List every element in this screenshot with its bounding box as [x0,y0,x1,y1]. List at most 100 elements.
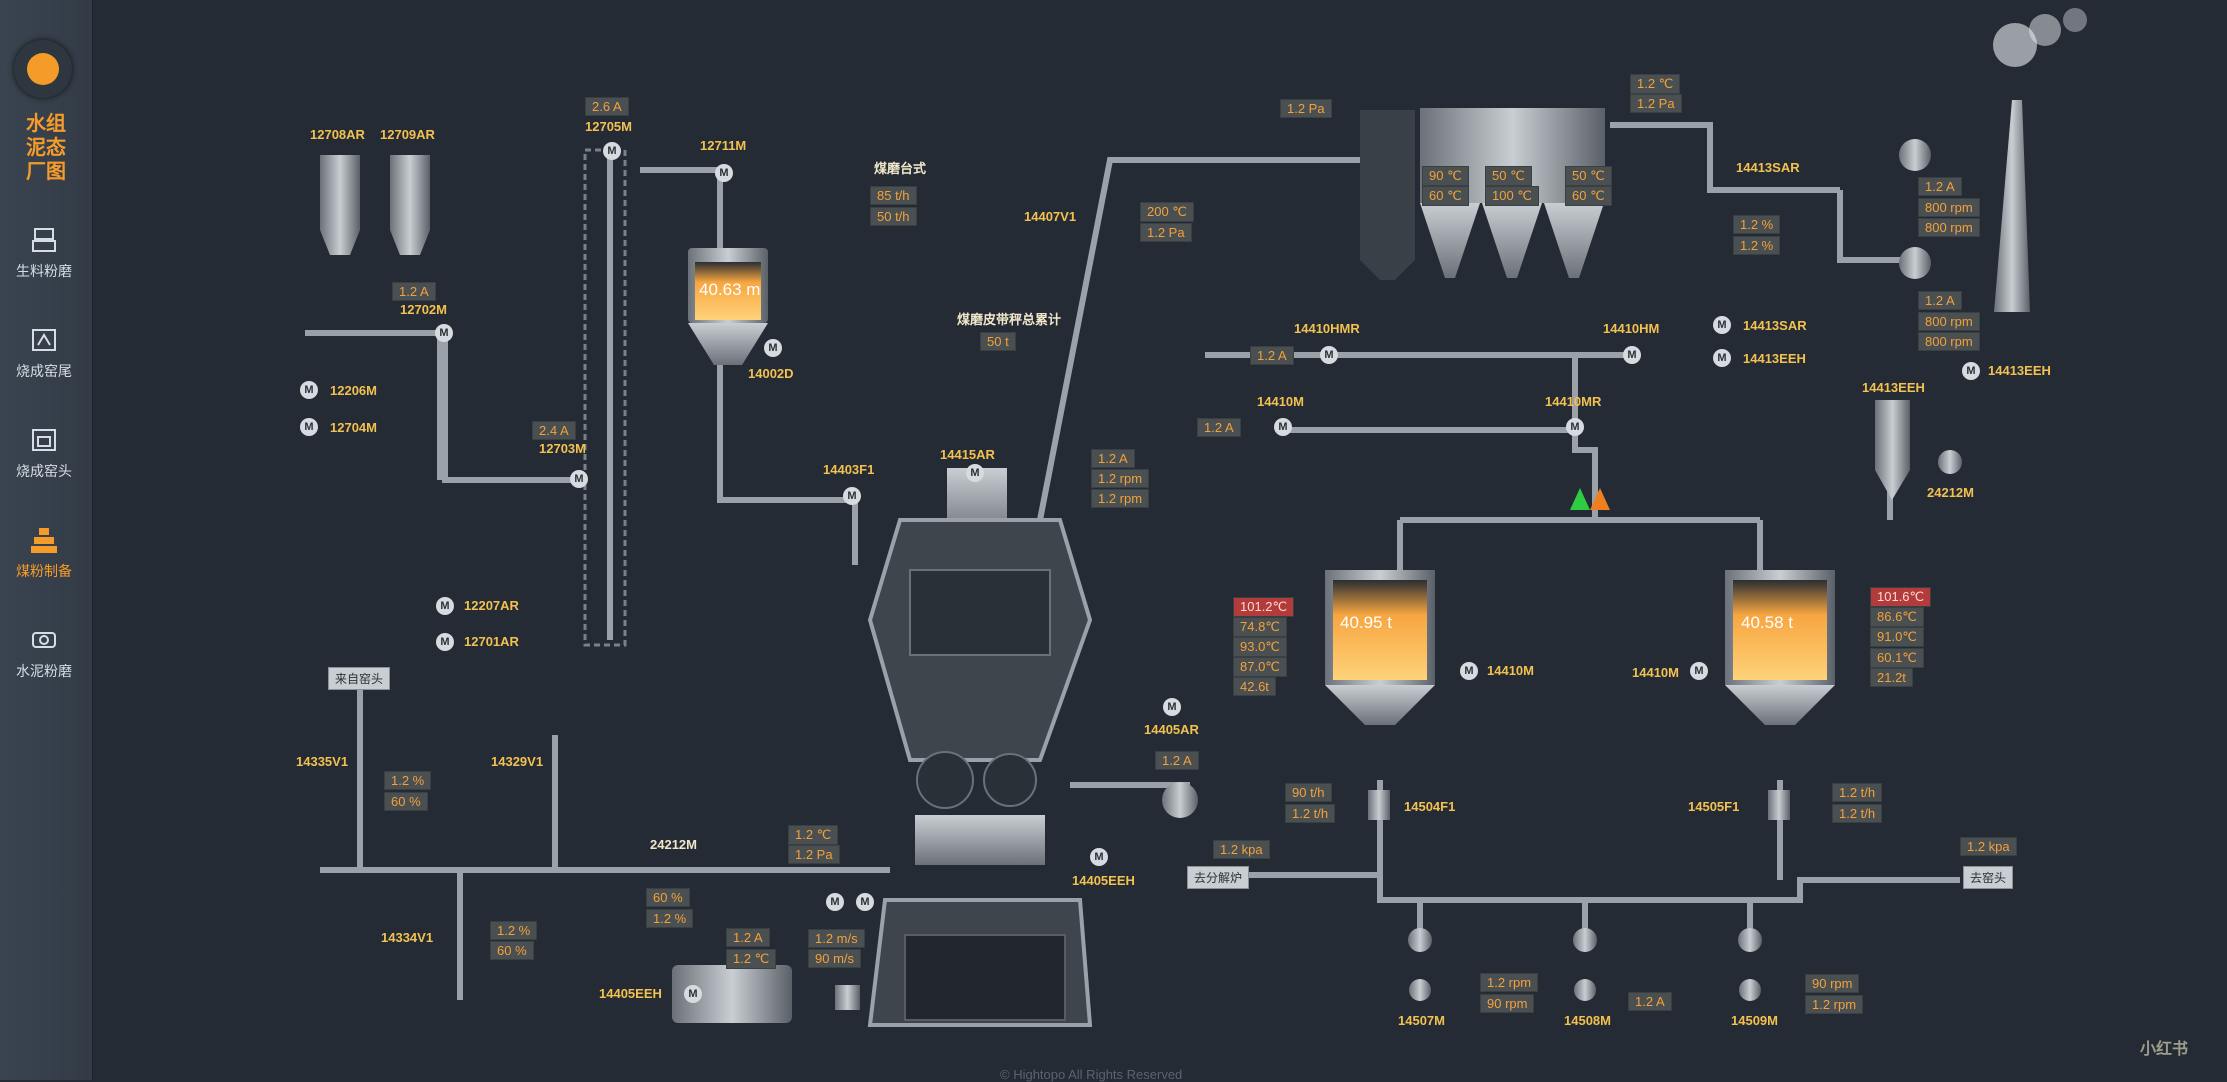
value-fan2-rpm-a: 800 rpm [1918,312,1980,331]
motor-icon[interactable]: M [435,324,453,342]
value-belt-total: 50 t [980,332,1016,351]
motor-icon[interactable]: M [966,464,984,482]
value-eeh-current: 1.2 A [726,928,770,947]
label-14405ar: 14405AR [1144,722,1199,737]
coal-bunder-small [688,248,768,365]
tank-level-left: 40.95 t [1340,613,1392,632]
motor-icon[interactable]: M [1713,349,1731,367]
motor-icon[interactable]: M [1690,662,1708,680]
value-fan2-rpm-b: 800 rpm [1918,332,1980,351]
value-bag-temp-6: 60 ℃ [1565,186,1612,206]
value-right-temp-4: 60.1℃ [1870,648,1924,668]
value-14505f1-b: 1.2 t/h [1832,804,1883,823]
label-14509m: 14509M [1731,1013,1778,1028]
from-kiln-button[interactable]: 来自窑头 [328,667,391,690]
label-14507m: 14507M [1398,1013,1445,1028]
label-12702m: 12702M [400,302,447,317]
value-left-temp-3: 93.0℃ [1233,637,1287,657]
value-14504f1-b: 1.2 t/h [1285,804,1336,823]
label-12708ar: 12708AR [310,127,365,142]
value-kiln-pressure: 1.2 kpa [1960,837,2017,856]
label-14413eeh-c: 14413EEH [1862,380,1925,395]
sidebar-item-coal-prep[interactable]: 煤粉制备 [0,525,88,581]
sidebar-item-kiln-head[interactable]: 烧成窑头 [0,425,88,481]
motor-icon[interactable]: M [570,470,588,488]
coal-bunker-left [1325,570,1435,725]
motor-icon[interactable]: M [684,985,702,1003]
label-14405eeh-motor: 14405EEH [599,986,662,1001]
motor-icon[interactable]: M [1320,346,1338,364]
value-right-temp-2: 86.6℃ [1870,607,1924,627]
motor-icon[interactable]: M [1274,418,1292,436]
value-mill-current: 1.2 A [1091,449,1135,468]
tank-level-right: 40.58 t [1741,613,1793,632]
label-12705m: 12705M [585,119,632,134]
motor-icon[interactable]: M [300,418,318,436]
motor-icon[interactable]: M [1090,848,1108,866]
value-bag-temp-1: 90 ℃ [1422,166,1469,186]
roots-blowers [1408,928,1762,1001]
motor-icon[interactable]: M [603,142,621,160]
label-coal-scale: 煤磨台式 [874,161,927,176]
value-14335v1-a: 1.2 % [384,771,432,790]
motor-icon[interactable]: M [436,633,454,651]
label-14413eeh-b: 14413EEH [1988,363,2051,378]
sidebar-item-kiln-tail[interactable]: 烧成窑尾 [0,325,88,381]
value-left-temp-4: 87.0℃ [1233,657,1287,677]
motor-icon[interactable]: M [826,893,844,911]
label-14415ar: 14415AR [940,447,995,462]
motor-icon[interactable]: M [1962,362,1980,380]
kiln-head-icon [32,429,56,451]
coal-mill [672,468,1093,1027]
value-14504f1-a: 90 t/h [1285,783,1332,802]
value-left-weight: 42.6t [1233,677,1276,696]
sidebar-item-raw-mill[interactable]: 生料粉磨 [0,225,88,281]
value-left-temp-1: 101.2℃ [1233,597,1295,617]
to-calciner-button[interactable]: 去分解炉 [1187,866,1250,889]
value-right-temp-3: 91.0℃ [1870,627,1924,647]
motor-icon[interactable]: M [436,597,454,615]
pipes [305,122,1960,1000]
fans [1162,139,1962,818]
motor-icon[interactable]: M [843,487,861,505]
value-14509m-a: 90 rpm [1805,974,1860,993]
value-damper-1: 1.2 % [1733,215,1781,234]
value-eeh-temp: 1.2 ℃ [726,949,777,969]
sidebar-item-cement-mill[interactable]: 水泥粉磨 [0,625,88,681]
dust-collectors [320,155,1910,500]
motor-icon[interactable]: M [1163,698,1181,716]
motor-icon[interactable]: M [1623,346,1641,364]
label-14410hm: 14410HM [1603,321,1660,336]
value-fan2-current: 1.2 A [1918,291,1962,310]
value-bag-temp-3: 50 ℃ [1565,166,1612,186]
value-14505f1-a: 1.2 t/h [1832,783,1883,802]
value-speed-a: 1.2 m/s [808,929,865,948]
value-left-temp-2: 74.8℃ [1233,617,1287,637]
motor-icon[interactable]: M [1566,418,1584,436]
raw-mill-icon [32,228,56,252]
motor-icon[interactable]: M [764,339,782,357]
label-14335v1: 14335V1 [296,754,349,769]
motor-icon[interactable]: M [715,164,733,182]
label-14508m: 14508M [1564,1013,1611,1028]
label-14410mr: 14410MR [1545,394,1602,409]
label-14505f1: 14505F1 [1688,799,1740,814]
label-14410m-c: 14410M [1632,665,1679,680]
value-coal-scale-2: 50 t/h [870,207,917,226]
label-14504f1: 14504F1 [1404,799,1456,814]
motor-icon[interactable]: M [1713,316,1731,334]
value-14334v1-b: 60 % [490,941,534,960]
value-mill-inlet-pressure: 1.2 Pa [788,845,840,864]
value-mill-rpm-1: 1.2 rpm [1091,469,1150,488]
label-24212m-b: 24212M [1927,485,1974,500]
value-speed-b: 90 m/s [808,949,862,968]
sidebar: 水组泥态厂图 生料粉磨 烧成窑尾 烧成窑头 煤粉制备 水泥粉磨 [0,0,93,1080]
motor-icon[interactable]: M [856,893,874,911]
motor-icon[interactable]: M [1460,662,1478,680]
value-right-weight: 21.2t [1870,668,1913,687]
value-fan1-rpm-b: 800 rpm [1918,218,1980,237]
value-14407v1-pressure: 1.2 Pa [1140,223,1192,242]
to-kiln-button[interactable]: 去窑头 [1963,866,2014,889]
value-24212m-b: 1.2 % [646,909,694,928]
motor-icon[interactable]: M [300,381,318,399]
